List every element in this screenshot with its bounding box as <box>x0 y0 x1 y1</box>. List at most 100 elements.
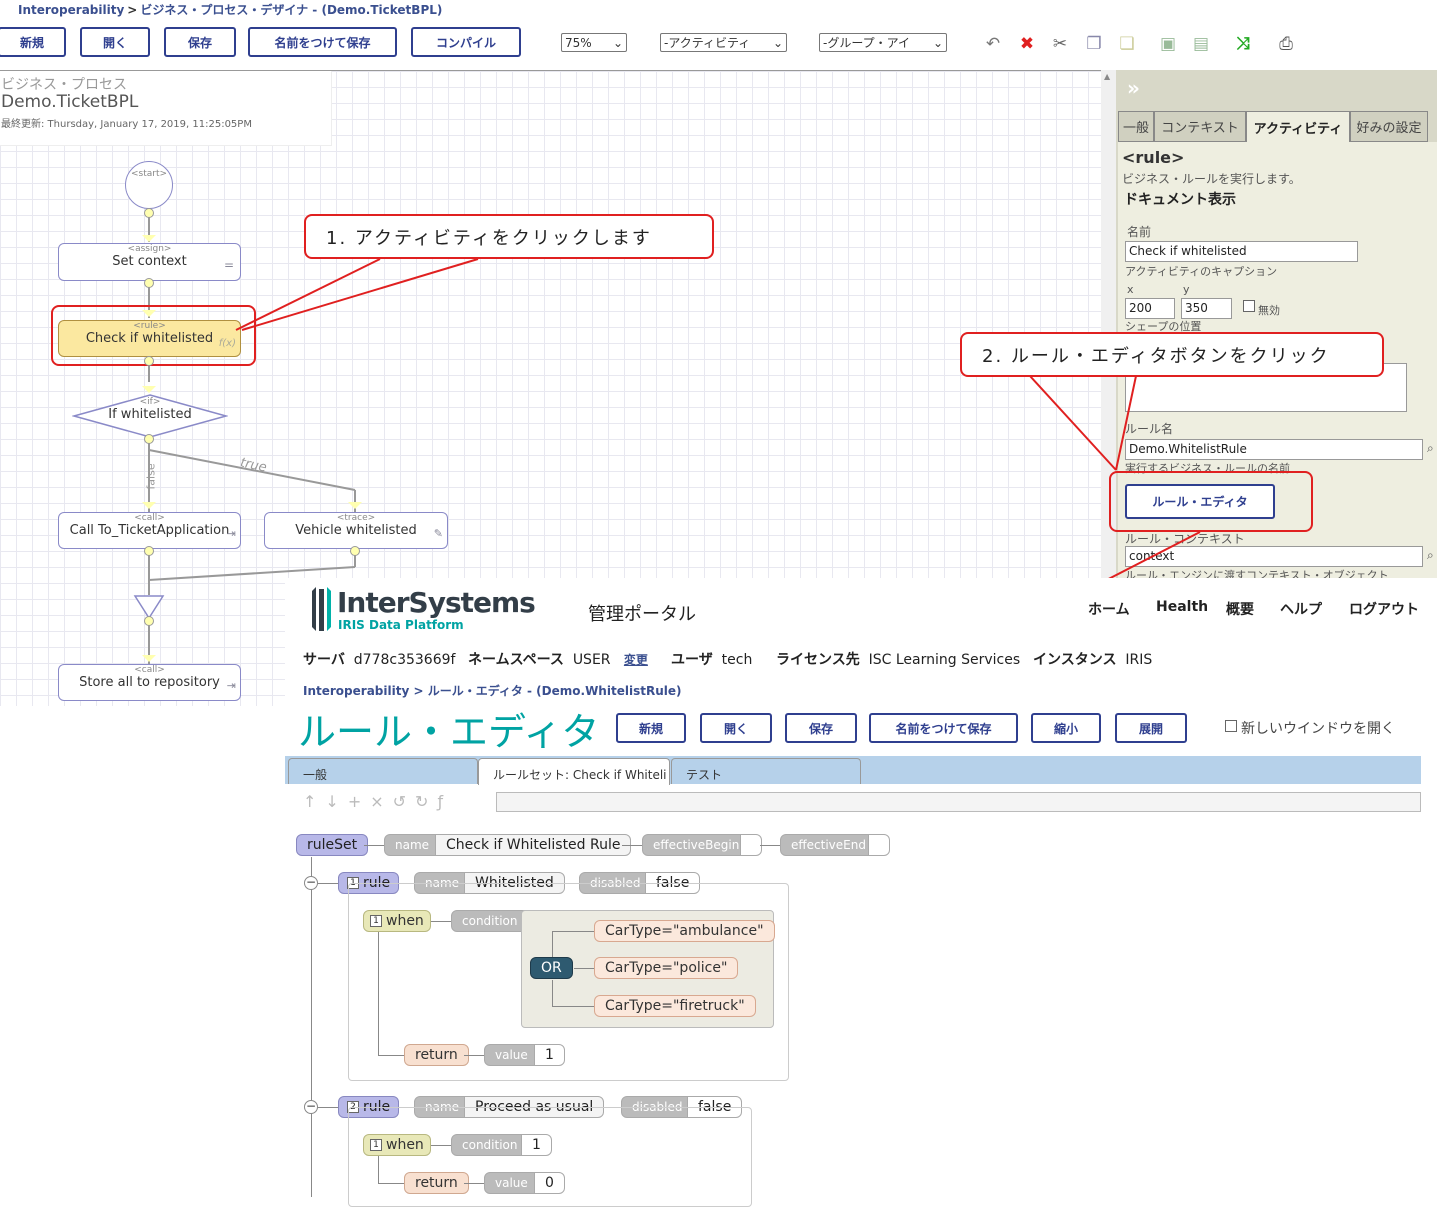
portal-save-button[interactable]: 保存 <box>785 713 857 743</box>
expand-button[interactable]: 展開 <box>1115 713 1187 743</box>
call-icon: ⇥ <box>226 527 236 540</box>
save-button[interactable]: 保存 <box>164 27 236 57</box>
user-info: ユーザ tech <box>671 652 753 668</box>
nav-home[interactable]: ホーム <box>1088 602 1130 618</box>
collapse-rule-2-icon[interactable]: − <box>304 1099 318 1114</box>
tab-preferences[interactable]: 好みの設定 <box>1350 111 1428 142</box>
y-field[interactable]: 350 <box>1181 298 1232 319</box>
condition-firetruck[interactable]: CarType="firetruck" <box>594 995 756 1017</box>
doc-link[interactable]: ドキュメント表示 <box>1124 192 1236 208</box>
undo-icon[interactable]: ↶ <box>985 34 1001 54</box>
function-icon[interactable]: ƒ <box>437 792 453 811</box>
ruleset-tag[interactable]: ruleSet <box>296 834 369 856</box>
breadcrumb-interop[interactable]: Interoperability <box>18 3 125 17</box>
trace-node[interactable]: <trace> Vehicle whitelisted ✎ <box>264 512 448 549</box>
shuffle-icon[interactable]: ⤨ <box>1236 34 1250 54</box>
move-up-icon[interactable]: ↑ <box>303 792 326 811</box>
ungroup-icon[interactable]: ▤ <box>1192 34 1210 54</box>
name-field[interactable]: Check if whitelisted <box>1125 241 1358 262</box>
new-window-checkbox[interactable] <box>1225 720 1237 732</box>
tab-test[interactable]: テスト <box>671 758 861 784</box>
save-as-button[interactable]: 名前をつけて保存 <box>248 27 397 57</box>
group-icon[interactable]: ▣ <box>1159 34 1177 54</box>
disabled-checkbox[interactable] <box>1243 300 1255 312</box>
group-select[interactable]: -グループ・アイ⌄ <box>819 33 947 52</box>
search-icon[interactable]: ⌕ <box>1427 441 1434 455</box>
search-icon[interactable]: ⌕ <box>1427 548 1434 562</box>
effective-end-value[interactable] <box>868 834 890 856</box>
nav-health[interactable]: Health <box>1156 599 1209 615</box>
scroll-up-icon[interactable]: ▲ <box>1104 72 1111 81</box>
start-node[interactable]: <start> <box>125 161 173 209</box>
condition-police[interactable]: CarType="police" <box>594 957 739 979</box>
activity-select[interactable]: -アクティビティ⌄ <box>660 33 787 52</box>
connector-dot <box>144 208 154 218</box>
open-button[interactable]: 開く <box>80 27 150 57</box>
portal-new-button[interactable]: 新規 <box>616 713 686 743</box>
arrow-icon <box>142 235 156 242</box>
add-icon[interactable]: + <box>347 792 371 811</box>
diagram-canvas[interactable] <box>0 70 1116 706</box>
collapse-button[interactable]: 縮小 <box>1031 713 1101 743</box>
element-desc: ビジネス・ルールを実行します。 <box>1122 172 1301 186</box>
copy-icon[interactable]: ❐ <box>1086 34 1102 54</box>
breadcrumb-bpl-designer[interactable]: ビジネス・プロセス・デザイナ <box>140 3 309 17</box>
rule-2-return[interactable]: return <box>404 1172 469 1194</box>
collapse-rule-1-icon[interactable]: − <box>304 875 318 890</box>
remove-icon[interactable]: × <box>370 792 393 811</box>
arrow-icon <box>348 502 362 509</box>
nav-logout[interactable]: ログアウト <box>1349 602 1419 618</box>
tab-general[interactable]: 一般 <box>1118 111 1154 142</box>
portal-title: 管理ポータル <box>588 604 696 625</box>
x-field[interactable]: 200 <box>1125 298 1175 319</box>
or-operator[interactable]: OR <box>530 957 573 979</box>
ruleset-name-value[interactable]: Check if Whitelisted Rule <box>435 834 632 856</box>
y-label: y <box>1183 283 1190 296</box>
print-icon[interactable]: ⎙ <box>1279 34 1293 54</box>
portal-open-button[interactable]: 開く <box>700 713 772 743</box>
portal-save-as-button[interactable]: 名前をつけて保存 <box>869 713 1018 743</box>
call-node-store[interactable]: <call> Store all to repository ⇥ <box>58 664 241 701</box>
move-down-icon[interactable]: ↓ <box>325 792 348 811</box>
new-button[interactable]: 新規 <box>0 27 66 57</box>
redo-icon[interactable]: ↻ <box>415 792 438 811</box>
nav-overview[interactable]: 概要 <box>1226 602 1254 618</box>
cut-icon[interactable]: ✂ <box>1052 34 1068 54</box>
join-node[interactable] <box>133 594 165 620</box>
tree-line <box>552 980 553 1006</box>
collapse-icon[interactable]: » <box>1127 76 1140 100</box>
undo-icon[interactable]: ↺ <box>392 792 416 811</box>
chevron-down-icon: ⌄ <box>612 35 623 50</box>
rule-node-check-whitelisted[interactable]: <rule> Check if whitelisted f(x) <box>58 320 241 357</box>
rule-2-condition-value[interactable]: 1 <box>521 1134 552 1156</box>
rule-editor-button[interactable]: ルール・エディタ <box>1125 484 1275 519</box>
arrow-icon <box>142 310 156 317</box>
condition-ambulance[interactable]: CarType="ambulance" <box>594 920 775 942</box>
tab-activity[interactable]: アクティビティ <box>1246 111 1350 143</box>
change-namespace-link[interactable]: 変更 <box>623 653 648 667</box>
zoom-select[interactable]: 75%⌄ <box>561 33 627 52</box>
rule-context-field[interactable]: context <box>1125 546 1423 567</box>
rule-name-field[interactable]: Demo.WhitelistRule <box>1125 439 1423 460</box>
tab-ruleset[interactable]: ルールセット: Check if Whiteli <box>478 758 670 785</box>
assign-node[interactable]: <assign> Set context = <box>58 243 241 281</box>
compile-button[interactable]: コンパイル <box>411 27 521 57</box>
delete-icon[interactable]: ✖ <box>1019 34 1035 54</box>
tab-context[interactable]: コンテキスト <box>1154 111 1246 142</box>
connector-line <box>552 1006 594 1007</box>
rule-2-value[interactable]: 0 <box>534 1172 565 1194</box>
process-type-label: ビジネス・プロセス <box>1 77 127 93</box>
expression-field[interactable] <box>496 792 1421 812</box>
call-icon: ⇥ <box>226 679 236 692</box>
rule-1-return[interactable]: return <box>404 1044 469 1066</box>
nav-help[interactable]: ヘルプ <box>1280 602 1322 618</box>
call-node-ticket-app[interactable]: <call> Call To_TicketApplication ⇥ <box>58 512 241 549</box>
paste-icon[interactable]: ❏ <box>1119 34 1135 54</box>
tab-general-rules[interactable]: 一般 <box>288 758 478 784</box>
portal-breadcrumb[interactable]: Interoperability > ルール・エディタ - (Demo.Whit… <box>303 684 682 698</box>
rule-1-value[interactable]: 1 <box>534 1044 565 1066</box>
effective-begin-value[interactable] <box>740 834 762 856</box>
chevron-down-icon: ⌄ <box>932 35 943 50</box>
